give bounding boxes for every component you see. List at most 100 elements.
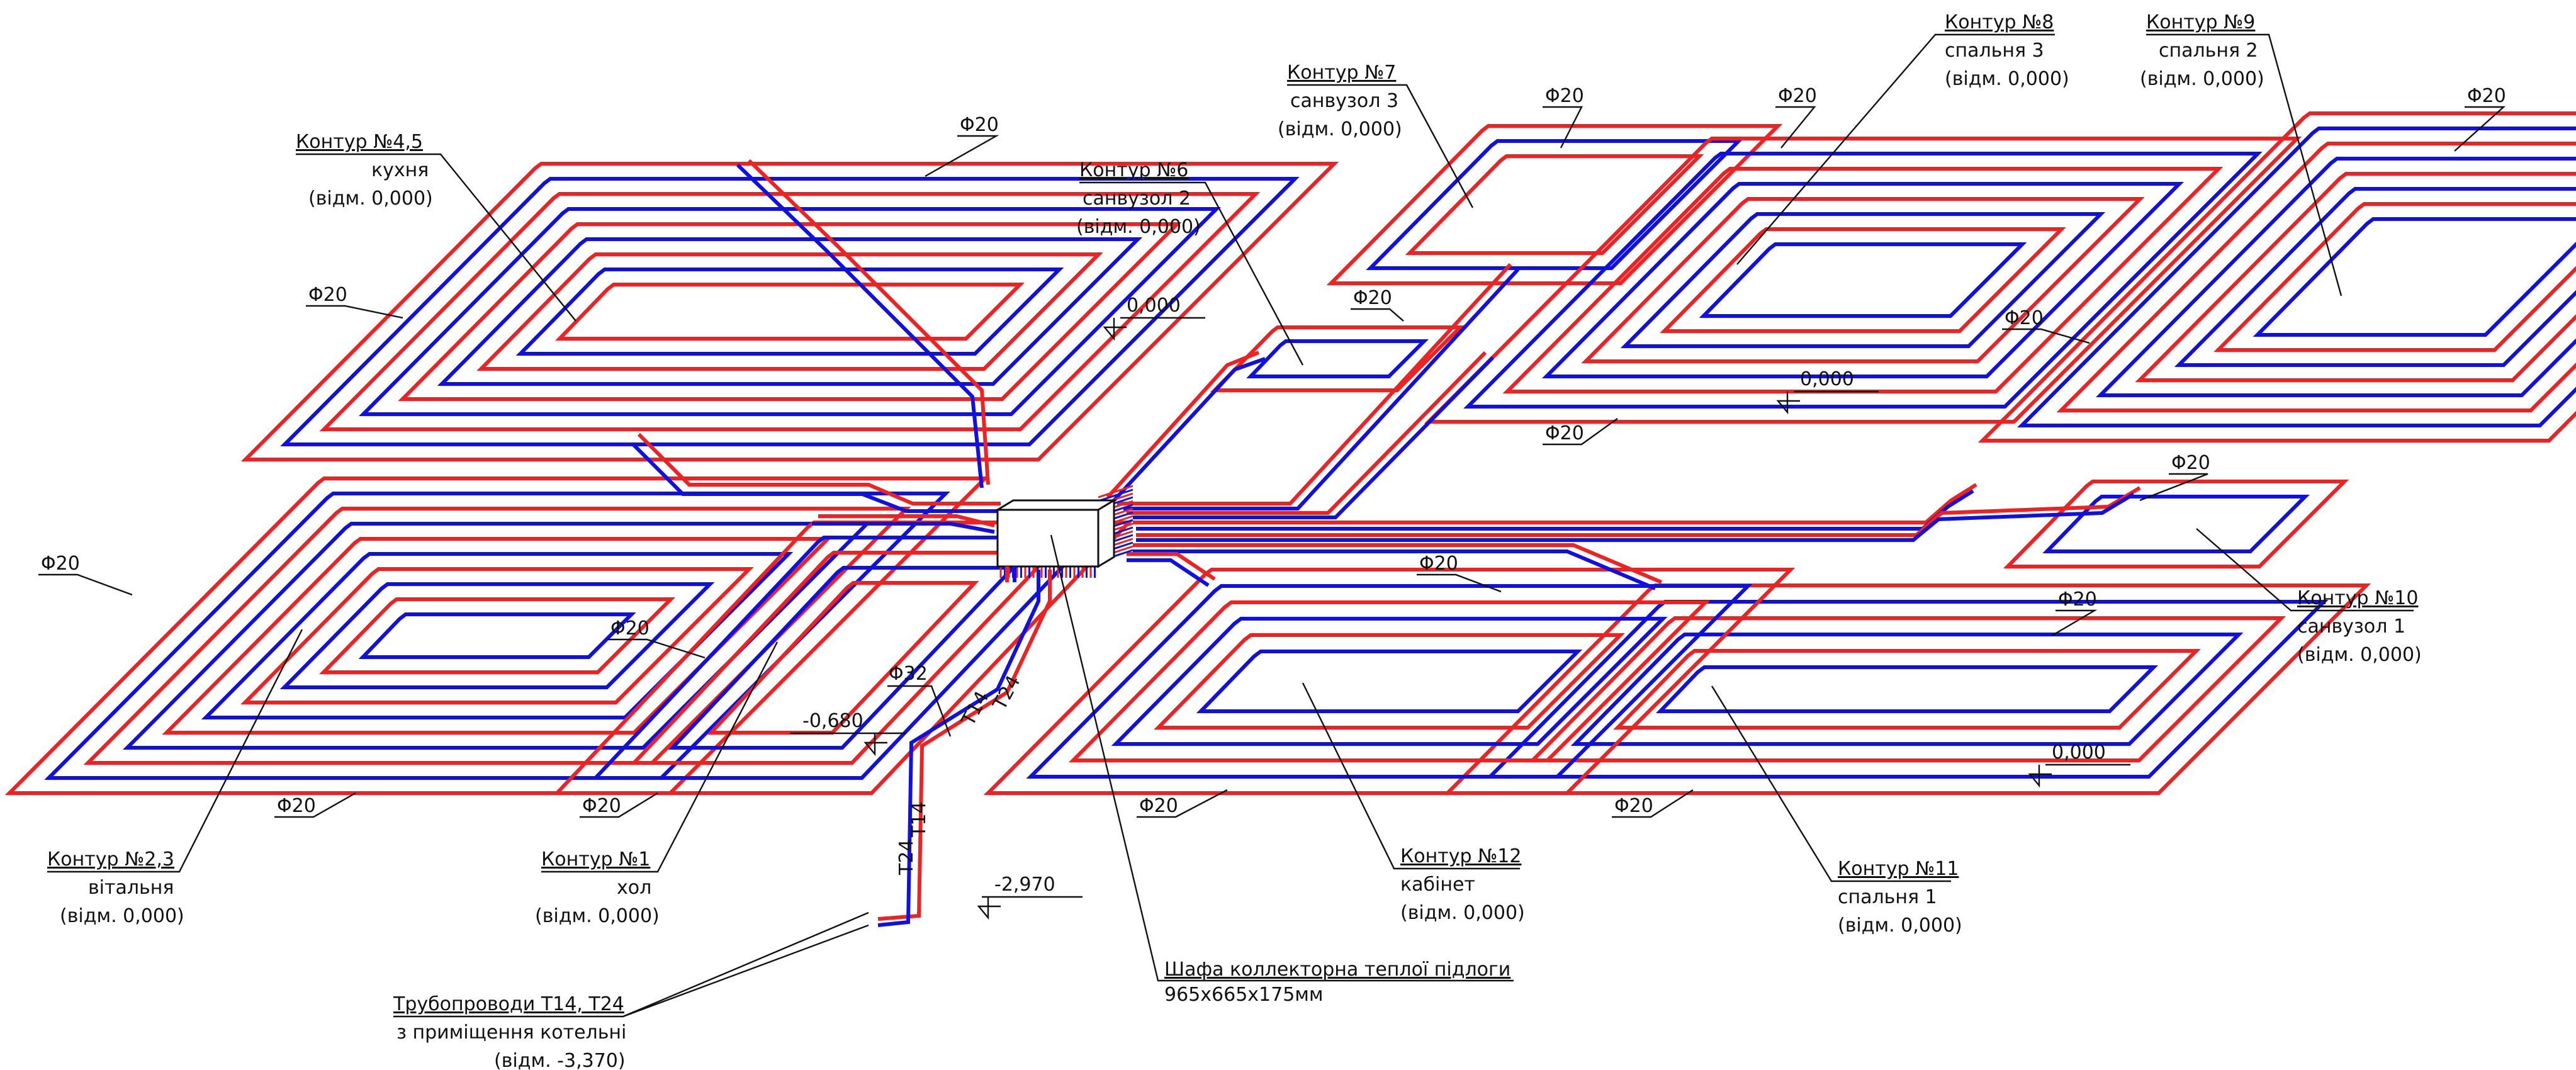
loop-c11-ring xyxy=(1570,633,2244,746)
loop-c6-ring xyxy=(1246,339,1429,378)
feed-c7-supply xyxy=(1117,262,1512,505)
loop-c12-ring xyxy=(1069,600,1711,762)
loop-c45-ring xyxy=(319,192,1261,431)
loop-c45-ring xyxy=(555,283,1025,341)
label-pipes-origin: з приміщення котельні xyxy=(397,1022,626,1044)
feed-c1-supply xyxy=(818,514,995,527)
riser-label-t24-vertical: Т24 xyxy=(896,840,918,876)
loop-c9-ring xyxy=(2095,157,2576,397)
label-c8-room: спальня 3 xyxy=(1945,40,2044,62)
diameter-leader xyxy=(2051,609,2098,637)
label-c12-level: (відм. 0,000) xyxy=(1400,902,1525,924)
label-c9: Контур №9 спальня 2 (відм. 0,000) xyxy=(2140,11,2343,296)
level-mark-a: 0,000 xyxy=(1103,295,1205,341)
label-c12-leader xyxy=(1302,682,1520,870)
riser-return xyxy=(877,570,1040,927)
label-c7-title: Контур №7 xyxy=(1287,62,1396,84)
loop-c11-ring xyxy=(1613,649,2201,729)
manifold-outlet-stub xyxy=(1098,488,1133,502)
level-mark-e: -2,970 xyxy=(977,874,1083,920)
level-mark-b-value: 0,000 xyxy=(1800,368,1854,390)
diameter-label: Φ20 xyxy=(960,114,999,136)
diameter-label: Φ20 xyxy=(610,617,650,639)
diameter-label: Φ20 xyxy=(1614,795,1653,817)
feed-c9-supply xyxy=(1133,483,1977,524)
manifold-outlet-stub xyxy=(1098,485,1133,498)
loop-c23-ring xyxy=(83,507,911,765)
feed-c11-supply xyxy=(1133,543,1663,584)
label-cabinet-size: 965х665х175мм xyxy=(1164,984,1324,1006)
feed-c10-supply xyxy=(1136,486,2141,537)
loop-c8-ring xyxy=(1541,182,2185,378)
loop-c23-ring xyxy=(4,476,990,795)
loop-c45-ring xyxy=(476,252,1103,371)
level-mark-e-value: -2,970 xyxy=(994,874,1055,896)
riser-label-t14-vertical: Т14 xyxy=(908,802,930,838)
label-c7-level: (відм. 0,000) xyxy=(1278,118,1402,140)
label-c6-leader xyxy=(1079,181,1304,366)
manifold-feeds xyxy=(631,159,2141,590)
loop-c11-ring xyxy=(1528,616,2286,762)
loop-c23-ring xyxy=(358,612,636,659)
loop-c45 xyxy=(240,162,1339,461)
level-mark-b: 0,000 xyxy=(1776,368,1879,415)
loop-c1-ring xyxy=(668,566,1018,750)
diameter-label: Φ20 xyxy=(2005,307,2044,329)
riser-supply xyxy=(877,570,1052,921)
level-mark-c: 0,000 xyxy=(2028,741,2130,788)
loop-c23-ring xyxy=(44,492,950,780)
diameter-label: Φ20 xyxy=(277,795,316,817)
loop-c12 xyxy=(983,568,1796,795)
diameter-leader xyxy=(2002,328,2090,344)
level-mark-d-value: -0,680 xyxy=(802,710,863,732)
label-c12: Контур №12 кабінет (відм. 0,000) xyxy=(1302,682,1525,924)
label-c23: Контур №2,3 вітальня (відм. 0,000) xyxy=(47,629,303,927)
label-c11-title: Контур №11 xyxy=(1838,858,1959,880)
feed-c1-return xyxy=(812,522,995,534)
label-c1-title: Контур №1 xyxy=(541,848,650,870)
loop-c23-ring xyxy=(279,582,715,689)
label-c45-room: кухня xyxy=(371,159,429,181)
loop-c23-ring xyxy=(319,597,676,674)
loop-c11-ring xyxy=(1443,583,2371,795)
loop-c9-ring xyxy=(2213,202,2576,352)
label-c8-leader xyxy=(1736,33,2055,265)
label-c6-title: Контур №6 xyxy=(1079,159,1188,181)
loop-c12-ring xyxy=(1154,633,1625,729)
cabinet-box xyxy=(996,509,1100,568)
loop-c7-ring xyxy=(1326,124,1783,285)
diameter-leader xyxy=(1543,418,1618,446)
label-c45-level: (відм. 0,000) xyxy=(308,188,433,210)
loop-c45-ring xyxy=(515,268,1064,356)
feed-c23-supply xyxy=(637,432,1001,505)
collector-cabinet xyxy=(994,498,1118,568)
label-pipes-level: (відм. -3,370) xyxy=(494,1050,626,1070)
loop-labels: Контур №4,5 кухня (відм. 0,000) Контур №… xyxy=(47,11,2422,1070)
loop-c8-ring xyxy=(1463,152,2263,408)
level-mark-c-value: 0,000 xyxy=(2052,741,2106,763)
loop-c8-ring xyxy=(1424,137,2302,424)
label-c23-room: вітальня xyxy=(88,877,174,899)
loop-c12-ring xyxy=(1196,650,1583,713)
loop-c9-ring xyxy=(2253,217,2576,337)
loop-c11 xyxy=(1443,583,2371,795)
diameter-leader xyxy=(306,305,403,319)
riser-diameter-label: Φ32 xyxy=(889,663,928,685)
label-pipes-leader-b xyxy=(622,924,869,1018)
label-c6: Контур №6 санвузол 2 (відм. 0,000) xyxy=(1076,159,1304,366)
loop-c8-ring xyxy=(1581,197,2145,363)
riser-dia-leader xyxy=(887,685,952,737)
diameter-label: Φ20 xyxy=(2171,452,2210,474)
label-c6-room: санвузол 2 xyxy=(1083,188,1191,210)
label-c10: Контур №10 санвузол 1 (відм. 0,000) xyxy=(2196,528,2422,666)
riser-label-t24: Т24 xyxy=(989,672,1025,714)
label-c45-leader xyxy=(296,153,577,322)
loop-c23-ring xyxy=(122,522,872,750)
loop-c12-ring xyxy=(1111,617,1668,746)
diameter-label: Φ20 xyxy=(308,284,347,306)
label-c7-room: санвузол 3 xyxy=(1290,90,1398,112)
diameter-leader xyxy=(580,792,658,818)
loop-c23-ring xyxy=(162,537,833,735)
loop-c9-ring xyxy=(2135,172,2576,382)
